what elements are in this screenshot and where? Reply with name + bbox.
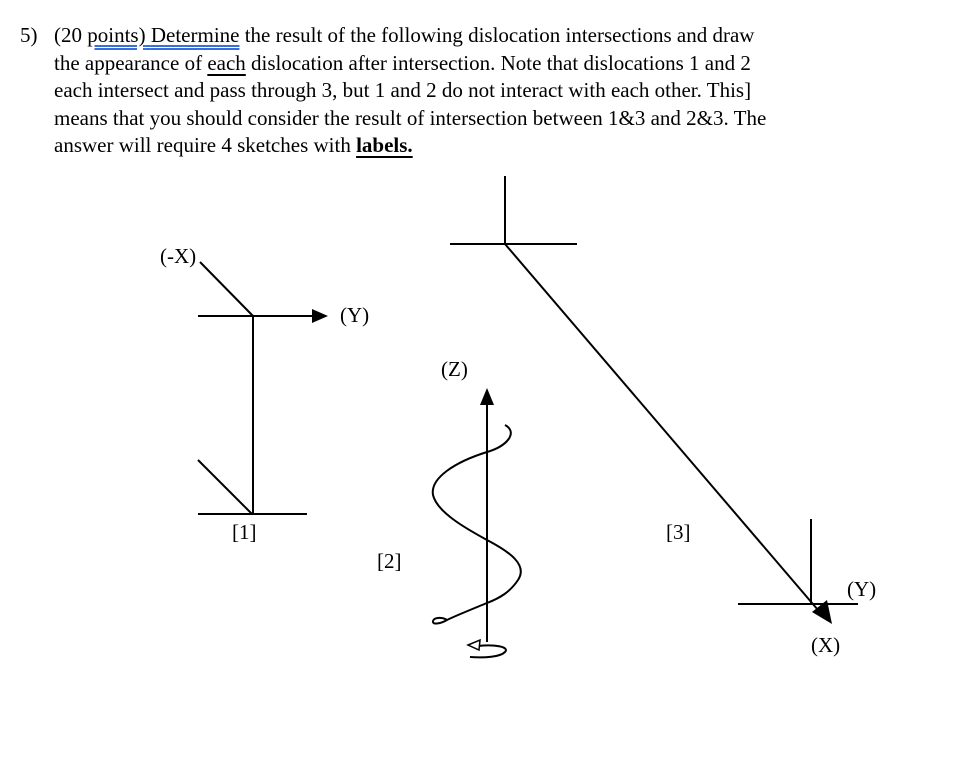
label-dislocation-3: [3] bbox=[666, 520, 691, 544]
dislocation-1-bottom-diagonal bbox=[197, 459, 253, 515]
dislocation-1 bbox=[197, 261, 328, 515]
label-y-1: (Y) bbox=[340, 303, 370, 327]
helix-curve bbox=[431, 424, 522, 625]
label-dislocation-2: [2] bbox=[377, 549, 402, 573]
emphasis-labels: labels. bbox=[356, 133, 413, 157]
emphasis-each: each bbox=[207, 50, 246, 75]
question-body: (20 points) Determine the result of the … bbox=[54, 22, 914, 160]
rotation-arrowhead bbox=[466, 638, 481, 652]
dislocation-3-line bbox=[504, 243, 819, 611]
label-x-3: (X) bbox=[811, 633, 841, 657]
label-neg-x: (-X) bbox=[160, 244, 197, 268]
label-y-3: (Y) bbox=[847, 577, 877, 601]
points-prefix: (20 bbox=[54, 23, 88, 47]
label-dislocation-1: [1] bbox=[232, 520, 257, 544]
z-arrowhead-icon bbox=[480, 388, 494, 405]
dislocation-1-top-diagonal bbox=[199, 261, 254, 317]
question-line-3: each intersect and pass through 3, but 1… bbox=[54, 78, 752, 102]
dislocation-2 bbox=[431, 388, 522, 659]
dislocation-3 bbox=[450, 176, 858, 624]
points-word: points) Determine bbox=[87, 23, 240, 47]
rotation-arrow-icon bbox=[469, 644, 507, 659]
question-number: 5) bbox=[20, 23, 38, 47]
label-z: (Z) bbox=[441, 357, 468, 381]
text-cursor: ] bbox=[744, 78, 752, 102]
question-line-5: answer will require 4 sketches with labe… bbox=[54, 133, 413, 157]
question-line-2: the appearance of each dislocation after… bbox=[54, 50, 751, 75]
x-arrowhead-icon bbox=[812, 600, 832, 624]
question-line-1: (20 points) Determine the result of the … bbox=[54, 22, 914, 50]
line1-rest: the result of the following dislocation … bbox=[239, 23, 755, 47]
y-arrowhead-icon bbox=[312, 309, 328, 323]
question-line-4: means that you should consider the resul… bbox=[54, 105, 767, 130]
